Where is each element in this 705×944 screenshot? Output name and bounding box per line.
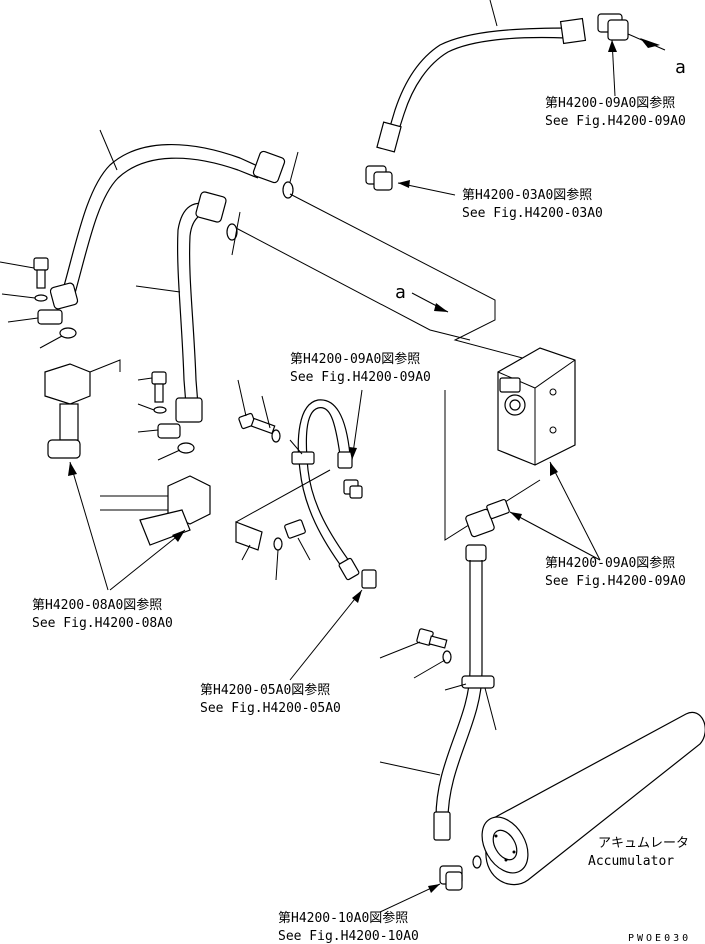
right-bolts [379,628,467,691]
bottom-elbow [439,865,463,891]
middle-clamp-lower [235,469,331,581]
left-hose-2 [135,191,227,423]
leader-08a0-b [109,529,186,591]
ref-09a0-right-jp: 第H4200-09A0図参照 [545,555,675,571]
oring-top [282,181,294,199]
ref-08a0-en: See Fig.H4200-08A0 [32,616,173,631]
oring-bottom [472,855,482,869]
ref-10a0-jp: 第H4200-10A0図参照 [278,910,408,926]
top-right-elbow-lower [365,165,393,191]
ref-08a0-jp: 第H4200-08A0図参照 [32,597,162,613]
middle-hose [297,399,360,581]
left-clamp-1 [7,309,63,325]
leader-08a0-a [69,461,109,591]
right-lower-hose [379,544,487,841]
center-bolts [137,371,181,439]
oring-center [177,442,195,454]
middle-elbow [343,479,363,499]
right-clamp [461,675,497,731]
center-block-fitting [100,475,211,546]
middle-lower-elbow [361,569,377,589]
leader-05a0 [289,589,363,681]
connection-outline [235,193,541,541]
ref-09a0-mid-en: See Fig.H4200-09A0 [290,370,431,385]
top-right-hose [376,0,587,153]
oring-2 [226,223,238,241]
accumulator-cylinder [481,711,705,886]
accumulator-label-en: Accumulator [588,854,674,869]
top-right-elbow-fitting [597,13,666,51]
ref-03a0-jp: 第H4200-03A0図参照 [462,187,592,203]
ref-09a0-top-en: See Fig.H4200-09A0 [545,114,686,129]
leader-09a0-right-b [509,511,601,561]
ref-05a0-jp: 第H4200-05A0図参照 [200,682,330,698]
drawing-code: PWOE030 [628,933,691,944]
oring-left [59,327,77,339]
ref-09a0-top-jp: 第H4200-09A0図参照 [545,95,675,111]
ref-09a0-mid-jp: 第H4200-09A0図参照 [290,351,420,367]
marker-a-top: a [675,57,686,78]
ref-09a0-right-en: See Fig.H4200-09A0 [545,574,686,589]
valve-block [497,347,576,466]
marker-a-mid: a [395,282,406,303]
right-elbow [465,498,510,538]
ref-05a0-en: See Fig.H4200-05A0 [200,701,341,716]
accumulator-label-jp: アキュムレータ [598,836,689,851]
left-long-hose [49,129,286,310]
middle-bolts [237,379,315,465]
left-bolt-1 [0,257,49,302]
ref-03a0-en: See Fig.H4200-03A0 [462,206,603,221]
left-block-fitting [44,359,121,459]
ref-10a0-en: See Fig.H4200-10A0 [278,929,419,944]
leader-09a0-right-a [549,461,601,561]
